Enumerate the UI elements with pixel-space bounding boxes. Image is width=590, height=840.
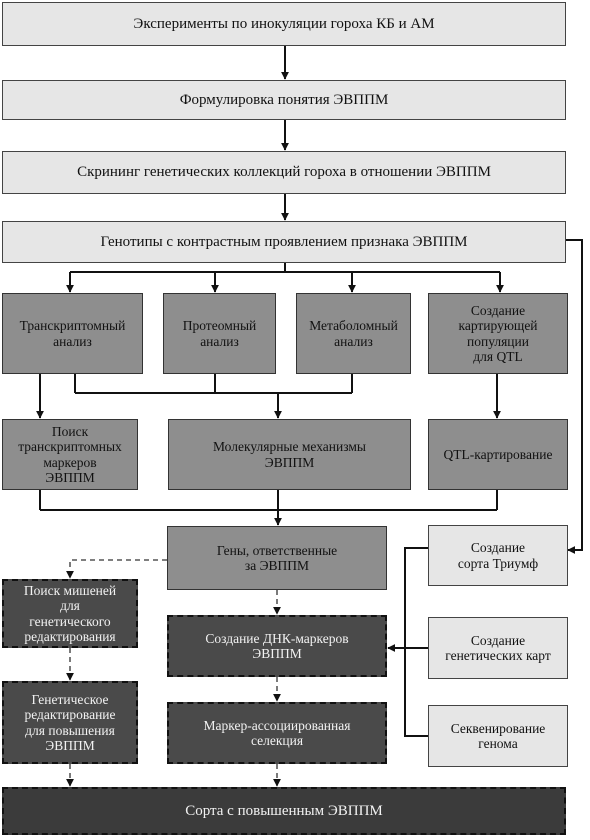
- node-editing-targets: Поиск мишеней для генетического редактир…: [2, 579, 138, 648]
- node-triumph-label: Создание сорта Триумф: [457, 540, 539, 571]
- node-transcriptome: Транскриптомный анализ: [2, 293, 143, 374]
- node-genes-label: Гены, ответственные за ЭВППМ: [216, 542, 338, 573]
- node-metabolome-label: Метаболомный анализ: [309, 318, 398, 349]
- arrow-genotypes-triumph: [566, 239, 583, 554]
- node-varieties: Сорта с повышенным ЭВППМ: [2, 787, 566, 835]
- node-qtl-mapping: QTL-картирование: [428, 419, 568, 490]
- node-mapping-population: Создание картирующей популяции для QTL: [428, 293, 568, 374]
- node-gene-editing: Генетическое редактирование для повышени…: [2, 681, 138, 764]
- node-varieties-label: Сорта с повышенным ЭВППМ: [185, 802, 383, 819]
- node-concept-label: Формулировка понятия ЭВППМ: [179, 91, 389, 108]
- node-proteome: Протеомный анализ: [163, 293, 276, 374]
- node-proteome-label: Протеомный анализ: [182, 318, 257, 349]
- node-editing-targets-label: Поиск мишеней для генетического редактир…: [23, 583, 117, 644]
- line-triumph-sequencing: [404, 547, 428, 737]
- node-genetic-maps-label: Создание генетических карт: [445, 632, 551, 663]
- node-qtl-mapping-label: QTL-картирование: [443, 446, 553, 462]
- node-transcriptome-label: Транскриптомный анализ: [19, 318, 126, 349]
- node-sequencing: Секвенирование генома: [428, 705, 568, 767]
- node-screening: Скрининг генетических коллекций гороха в…: [2, 151, 566, 194]
- node-dna-markers: Создание ДНК-маркеров ЭВППМ: [167, 615, 387, 677]
- node-metabolome: Метаболомный анализ: [296, 293, 411, 374]
- node-dna-markers-label: Создание ДНК-маркеров ЭВППМ: [205, 630, 349, 661]
- node-genes: Гены, ответственные за ЭВППМ: [167, 526, 387, 590]
- node-genetic-maps: Создание генетических карт: [428, 617, 568, 679]
- node-mechanisms: Молекулярные механизмы ЭВППМ: [168, 419, 411, 490]
- node-screening-label: Скрининг генетических коллекций гороха в…: [77, 164, 491, 181]
- node-mas-label: Маркер-ассоциированная селекция: [203, 717, 351, 748]
- node-mechanisms-label: Молекулярные механизмы ЭВППМ: [213, 439, 366, 470]
- dashed-genes-editing-targets: [66, 559, 167, 579]
- node-triumph: Создание сорта Триумф: [428, 525, 568, 586]
- node-transcript-markers-label: Поиск транскриптомных маркеров ЭВППМ: [18, 424, 122, 485]
- node-experiments: Эксперименты по инокуляции гороха КБ и А…: [2, 2, 566, 46]
- node-genotypes: Генотипы с контрастным проявлением призн…: [2, 221, 566, 263]
- node-gene-editing-label: Генетическое редактирование для повышени…: [24, 692, 116, 753]
- node-transcript-markers: Поиск транскриптомных маркеров ЭВППМ: [2, 419, 138, 490]
- node-genotypes-label: Генотипы с контрастным проявлением призн…: [100, 233, 468, 250]
- node-concept: Формулировка понятия ЭВППМ: [2, 80, 566, 120]
- node-experiments-label: Эксперименты по инокуляции гороха КБ и А…: [133, 15, 435, 32]
- node-mas: Маркер-ассоциированная селекция: [167, 702, 387, 764]
- node-sequencing-label: Секвенирование генома: [450, 720, 546, 751]
- node-mapping-population-label: Создание картирующей популяции для QTL: [458, 303, 538, 364]
